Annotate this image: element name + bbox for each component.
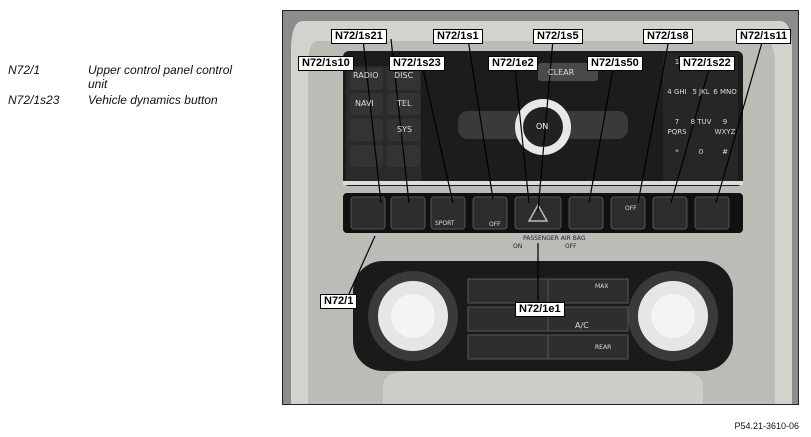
airbag-on-label: ON [513,243,523,250]
passenger-airbag-label: PASSENGER AIR BAG [523,235,586,242]
callout-n72-1s1: N72/1s1 [433,29,483,44]
callout-n72-1s23: N72/1s23 [389,56,445,71]
legend-desc: Vehicle dynamics button [88,93,218,107]
keypad-key: 6 MNO [713,88,737,96]
esp-off-label: OFF [489,221,501,228]
keypad-key: 5 JKL [692,88,710,96]
callout-n72-1e2: N72/1e2 [488,56,538,71]
legend-code: N72/1 [8,63,41,77]
disc-button-label: DISC [394,71,414,80]
clear-button-label: CLEAR [548,68,575,77]
callout-n72-1s21: N72/1s21 [331,29,387,44]
keypad-key: 4 GHI [667,88,687,96]
control-panel-photo: RADIO DISC NAVI TEL SYS CLEAR ON SPORT O… [282,10,799,405]
max-button-label: MAX [595,283,609,290]
legend-row: N72/1s23 Vehicle dynamics button [8,93,248,107]
callout-n72-1s10: N72/1s10 [298,56,354,71]
radio-button-label: RADIO [353,71,379,80]
callout-n72-1: N72/1 [320,294,358,309]
callout-n72-1s8: N72/1s8 [643,29,693,44]
callout-n72-1s50: N72/1s50 [587,56,643,71]
legend-row: N72/1 Upper control panel control unit [8,63,248,91]
tel-button-label: TEL [397,99,412,108]
callout-n72-1e1: N72/1e1 [515,302,565,317]
keypad-key: 8 TUV [690,118,712,126]
callout-n72-1s22: N72/1s22 [679,56,735,71]
panel-illustration [283,11,798,404]
airbag-off-label: OFF [565,243,577,250]
parktronic-off-label: OFF [625,205,637,212]
sport-button-label: SPORT [435,220,455,227]
figure-reference: P54.21-3610-06 [734,421,799,431]
keypad-key: 0 [698,148,704,156]
legend: N72/1 Upper control panel control unit N… [8,63,248,109]
legend-desc: Upper control panel control unit [88,63,233,91]
sys-button-label: SYS [397,125,413,134]
callout-n72-1s5: N72/1s5 [533,29,583,44]
keypad-key: 9 WXYZ [714,118,736,136]
rear-button-label: REAR [595,344,612,351]
callout-n72-1s11: N72/1s11 [736,29,792,44]
keypad-key: 1 [674,58,680,66]
keypad-key: 7 PQRS [667,118,687,136]
keypad-key: * [675,148,679,156]
ac-button-label: A/C [575,321,589,330]
keypad-key: # [722,148,728,156]
on-button-label: ON [536,122,549,131]
navi-button-label: NAVI [355,99,374,108]
legend-code: N72/1s23 [8,93,60,107]
